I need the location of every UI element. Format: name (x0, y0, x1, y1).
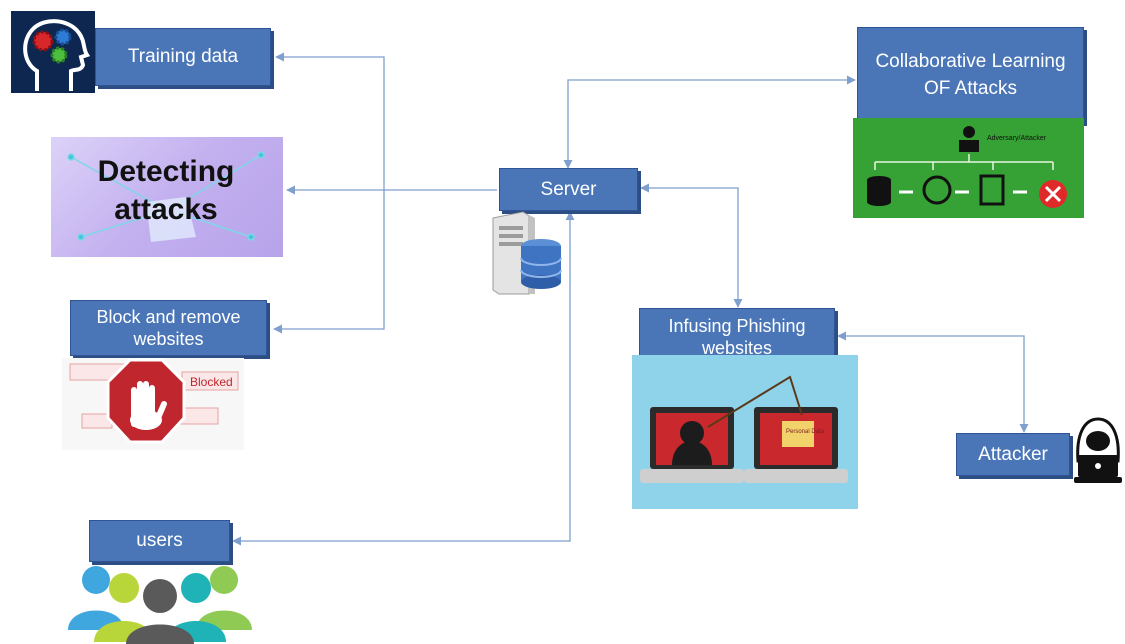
brain-gears-icon (11, 11, 95, 93)
adversary-attacker-text: Adversary/Attacker (987, 135, 1047, 142)
detecting-attacks-label: Detecting attacks (97, 155, 235, 226)
stop-hand-icon: Blocked (62, 358, 244, 450)
collaborative-learning-label: Collaborative Learning OF Attacks (875, 51, 1066, 99)
server-node: Server (499, 168, 638, 211)
block-remove-label: Block and remove websites (96, 307, 241, 349)
attacker-label: Attacker (978, 443, 1048, 465)
blocked-stamp-text: Blocked (190, 375, 233, 389)
personal-data-text: Personal Data (786, 429, 825, 435)
training-data-label: Training data (127, 46, 239, 67)
network-icon (67, 151, 265, 242)
infusing-phishing-label: Infusing Phishing websites (668, 315, 806, 358)
block-remove-node: Block and remove websites (70, 300, 267, 356)
link-server-users (232, 211, 575, 546)
users-group-icon (62, 560, 258, 644)
link-server-infusing (640, 183, 743, 308)
phishing-laptops-icon: Personal Data (632, 355, 858, 509)
server-label: Server (540, 178, 597, 200)
detecting-attacks-node: Detecting attacks (51, 137, 283, 257)
link-server-collaborative (563, 75, 856, 169)
adversary-learning-panel: Adversary/Attacker (853, 118, 1084, 218)
attacker-node: Attacker (956, 433, 1070, 476)
link-server-block (273, 190, 385, 334)
server-database-icon (487, 208, 565, 298)
link-server-training (275, 52, 497, 191)
training-data-node: Training data (95, 28, 271, 86)
link-attacker-infusing (837, 331, 1029, 433)
users-node: users (89, 520, 230, 562)
collaborative-learning-node: Collaborative Learning OF Attacks (857, 27, 1084, 123)
hacker-laptop-icon (1070, 415, 1125, 487)
users-label: users (136, 530, 183, 551)
